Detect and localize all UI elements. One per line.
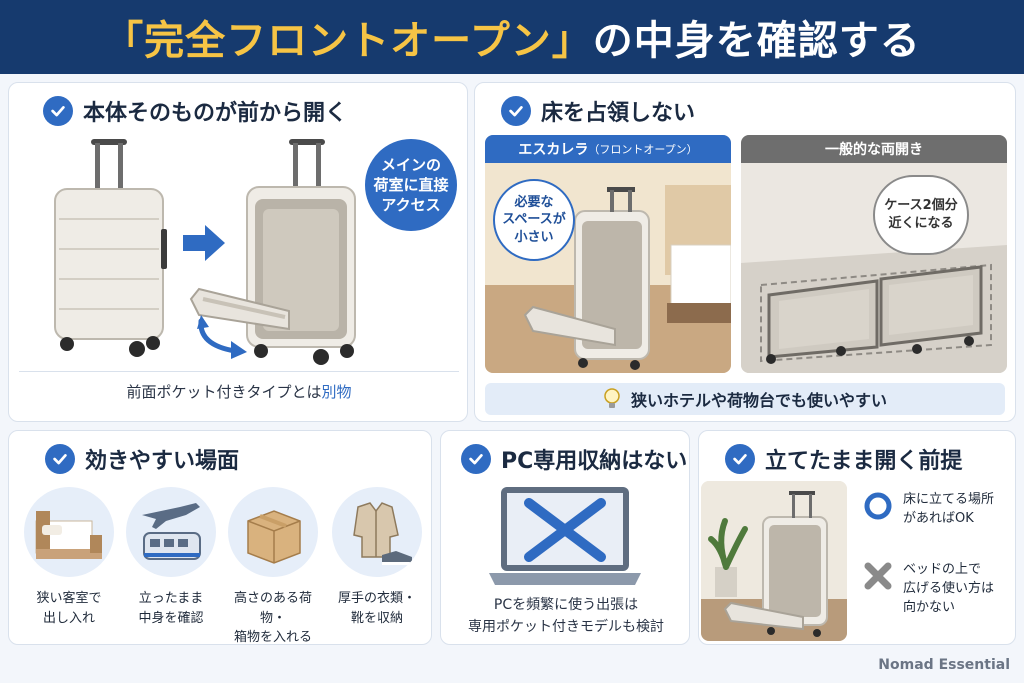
double-space-line2: 近くになる (888, 216, 954, 231)
panel2-heading: 床を占領しない (501, 95, 695, 127)
open-suitcase-illustration (189, 139, 356, 365)
closed-suitcase-illustration (54, 139, 167, 357)
clamshell-label-text: 一般的な両開き (825, 142, 923, 158)
panel-stand-open: 立てたまま開く前提 床に立てる場所があればOK ベッドの上で広げる使い方は向かな… (698, 430, 1016, 645)
standing-suitcase-illustration (701, 481, 847, 641)
brand-name: Nomad Essential (878, 657, 1010, 673)
panel-use-cases: 効きやすい場面 狭い客室で出し入れ 立ったまま中身を確認 高さのある荷物・箱物を… (8, 430, 432, 645)
direct-access-badge: メインの 荷室に直接 アクセス (365, 139, 457, 231)
check-icon (43, 96, 73, 126)
use-case-clothes-line2: 靴を収納 (350, 610, 403, 626)
panel4-caption-line1: PCを頻繁に使う出張は (493, 597, 639, 613)
clamshell-open-image: 一般的な両開き ケース2個分 近くになる (741, 135, 1007, 373)
panel3-heading: 効きやすい場面 (45, 443, 239, 475)
double-space-line1: ケース2個分 (884, 198, 958, 214)
laptop-cross-icon (489, 487, 641, 585)
tip-text: 狭いホテルや荷物台でも使いやすい (630, 391, 887, 410)
use-case-standing-line1: 立ったまま (138, 591, 204, 606)
standing-open-image (701, 481, 847, 641)
small-space-line2: スペースが (502, 212, 566, 228)
badge-line1: メインの (380, 155, 441, 174)
ok-line1: 床に立てる場所 (903, 492, 995, 507)
circle-ok-icon (864, 492, 892, 520)
check-icon (45, 444, 75, 474)
plane-train-icon (126, 487, 216, 577)
ok-line2: があればOK (903, 510, 974, 526)
tip-bar: 狭いホテルや荷物台でも使いやすい (485, 383, 1005, 415)
small-space-line3: 小さい (514, 229, 554, 245)
panel4-heading: PC専用収納はない (461, 443, 687, 475)
cross-ng-icon (864, 562, 892, 590)
ng-line1: ベッドの上で (903, 562, 982, 577)
box-icon (228, 487, 318, 577)
panel-floor-space: 床を占領しない エスカレラ （フロントオープン） 必要な スペースが 小さい (474, 82, 1016, 422)
check-icon (725, 444, 755, 474)
panel5-heading-text: 立てたまま開く前提 (765, 449, 963, 474)
jacket-shoe-icon (332, 487, 422, 577)
panel-no-pc-pocket: PC専用収納はない PCを頻繁に使う出張は 専用ポケット付きモデルも検討 (440, 430, 690, 645)
use-case-boxes-line1: 高さのある荷物・ (233, 591, 312, 626)
bed-icon (24, 487, 114, 577)
panel-front-open: 本体そのものが前から開く (8, 82, 468, 422)
panel3-heading-text: 効きやすい場面 (85, 449, 240, 474)
panel2-heading-text: 床を占領しない (541, 101, 696, 126)
front-open-label: エスカレラ （フロントオープン） (485, 135, 731, 163)
front-open-label-sub: （フロントオープン） (588, 143, 698, 156)
panel4-heading-text: PC専用収納はない (501, 449, 688, 474)
check-icon (461, 444, 491, 474)
clamshell-label: 一般的な両開き (741, 135, 1007, 163)
caption-accent: 別物 (321, 383, 352, 401)
title-rest: の中身を確認する (592, 18, 921, 64)
use-case-room-line1: 狭い客室で (36, 591, 102, 606)
panel5-heading: 立てたまま開く前提 (725, 443, 962, 475)
ng-row: ベッドの上で広げる使い方は向かない (863, 561, 994, 618)
badge-line2: 荷室に直接 (373, 175, 449, 194)
use-case-clothes-line1: 厚手の衣類・ (337, 591, 416, 606)
use-case-clothes: 厚手の衣類・靴を収納 (325, 487, 429, 628)
use-case-standing: 立ったまま中身を確認 (121, 487, 221, 628)
title-highlight: 「完全フロントオープン」 (103, 18, 593, 64)
badge-line3: アクセス (381, 196, 441, 215)
use-case-room: 狭い客室で出し入れ (19, 487, 119, 628)
front-open-label-main: エスカレラ (518, 142, 589, 158)
arrow-right-icon (183, 225, 225, 261)
ok-row: 床に立てる場所があればOK (863, 491, 994, 529)
panel4-caption-line2: 専用ポケット付きモデルも検討 (468, 618, 664, 635)
check-icon (501, 96, 531, 126)
rotate-arrow-icon (197, 315, 247, 359)
lightbulb-icon (604, 388, 620, 408)
divider (19, 371, 459, 372)
use-case-boxes: 高さのある荷物・箱物を入れる (223, 487, 323, 648)
clamshell-illustration (741, 163, 1007, 373)
use-case-boxes-line2: 箱物を入れる (233, 630, 312, 645)
hotel-room-illustration (485, 163, 731, 373)
ng-line2: 広げる使い方は (903, 580, 995, 596)
small-space-bubble: 必要な スペースが 小さい (493, 179, 575, 261)
title-bar: 「完全フロントオープン」 の中身を確認する (0, 0, 1024, 74)
use-case-room-line2: 出し入れ (42, 610, 95, 626)
double-space-bubble: ケース2個分 近くになる (873, 175, 969, 255)
use-case-standing-line2: 中身を確認 (138, 610, 204, 626)
ng-line3: 向かない (903, 599, 956, 615)
panel1-heading-text: 本体そのものが前から開く (83, 101, 348, 126)
panel1-caption: 前面ポケット付きタイプとは別物 (19, 381, 459, 402)
panel1-heading: 本体そのものが前から開く (43, 95, 347, 127)
front-open-room-image: エスカレラ （フロントオープン） 必要な スペースが 小さい (485, 135, 731, 373)
small-space-line1: 必要な (514, 194, 554, 210)
caption-main: 前面ポケット付きタイプとは (126, 383, 322, 401)
panel4-caption: PCを頻繁に使う出張は 専用ポケット付きモデルも検討 (441, 595, 691, 638)
